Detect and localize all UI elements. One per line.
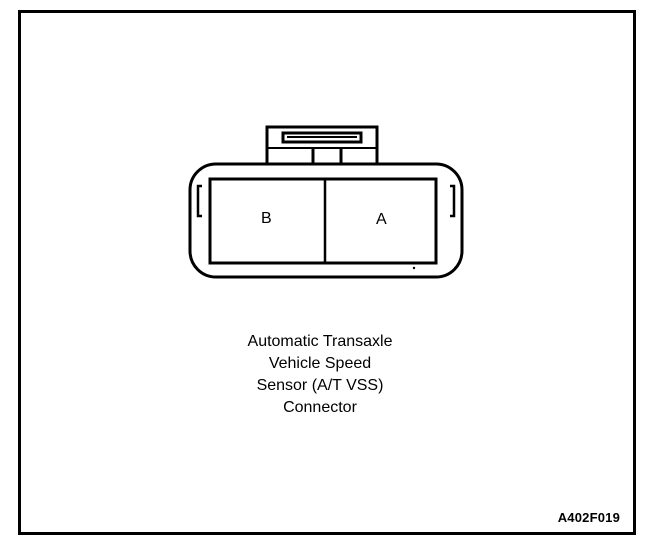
scan-dot: [412, 266, 416, 270]
connector-side-latches: [196, 184, 456, 218]
caption-line-2: Vehicle Speed: [268, 355, 372, 372]
figure-frame: [18, 10, 636, 535]
connector-cavity: [208, 177, 438, 265]
caption-line-1: Automatic Transaxle: [247, 333, 393, 350]
pin-b-label: B: [261, 210, 272, 227]
caption-line-4: Connector: [283, 399, 357, 416]
pin-a-label: A: [376, 211, 387, 228]
connector-locking-tab: [265, 125, 379, 169]
figure-code: A402F019: [557, 510, 620, 525]
figure-caption: Automatic Transaxle Vehicle Speed Sensor…: [200, 331, 440, 419]
caption-line-3: Sensor (A/T VSS): [256, 377, 384, 394]
